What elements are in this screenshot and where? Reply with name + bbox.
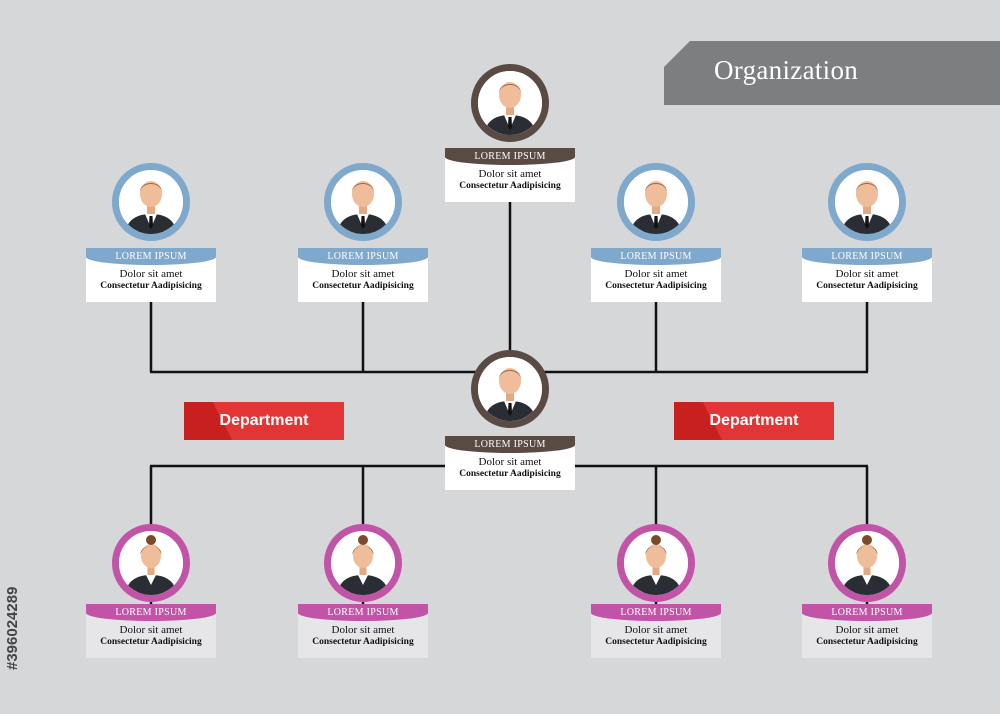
node-line-1: Dolor sit amet: [331, 268, 395, 280]
page-title: Organization: [714, 55, 859, 85]
node-heading: LOREM IPSUM: [298, 604, 428, 621]
woman-icon: [617, 524, 695, 602]
node-heading: LOREM IPSUM: [802, 604, 932, 621]
node-line-1: Dolor sit amet: [478, 456, 542, 468]
node-line-2: Consectetur Aadipisicing: [459, 469, 561, 479]
man-icon: [324, 163, 402, 241]
node-card: LOREM IPSUM Dolor sit amet Consectetur A…: [445, 148, 575, 202]
node-line-2: Consectetur Aadipisicing: [312, 637, 414, 647]
woman-icon: [828, 524, 906, 602]
node-heading: LOREM IPSUM: [445, 436, 575, 453]
node-card: LOREM IPSUM Dolor sit amet Consectetur A…: [445, 436, 575, 490]
node-heading: LOREM IPSUM: [86, 248, 216, 265]
node-card: LOREM IPSUM Dolor sit amet Consectetur A…: [86, 604, 216, 658]
man-icon: [617, 163, 695, 241]
node-line-2: Consectetur Aadipisicing: [605, 637, 707, 647]
man-icon: [471, 64, 549, 142]
node-card: LOREM IPSUM Dolor sit amet Consectetur A…: [802, 248, 932, 302]
node-card: LOREM IPSUM Dolor sit amet Consectetur A…: [591, 604, 721, 658]
node-line-1: Dolor sit amet: [624, 624, 688, 636]
node-heading: LOREM IPSUM: [86, 604, 216, 621]
node-line-2: Consectetur Aadipisicing: [605, 281, 707, 291]
node-card: LOREM IPSUM Dolor sit amet Consectetur A…: [802, 604, 932, 658]
man-icon: [471, 350, 549, 428]
node-line-2: Consectetur Aadipisicing: [312, 281, 414, 291]
node-heading: LOREM IPSUM: [591, 248, 721, 265]
department-label-right: Department: [674, 402, 834, 440]
woman-icon: [112, 524, 190, 602]
department-label-left: Department: [184, 402, 344, 440]
node-line-1: Dolor sit amet: [835, 268, 899, 280]
node-line-1: Dolor sit amet: [624, 268, 688, 280]
node-line-1: Dolor sit amet: [119, 268, 183, 280]
node-line-2: Consectetur Aadipisicing: [100, 281, 202, 291]
node-heading: LOREM IPSUM: [591, 604, 721, 621]
man-icon: [112, 163, 190, 241]
node-heading: LOREM IPSUM: [445, 148, 575, 165]
woman-icon: [324, 524, 402, 602]
node-heading: LOREM IPSUM: [802, 248, 932, 265]
node-line-1: Dolor sit amet: [478, 168, 542, 180]
node-line-1: Dolor sit amet: [835, 624, 899, 636]
title-banner: Organization: [664, 41, 1000, 105]
man-icon: [828, 163, 906, 241]
node-card: LOREM IPSUM Dolor sit amet Consectetur A…: [86, 248, 216, 302]
node-line-1: Dolor sit amet: [331, 624, 395, 636]
node-card: LOREM IPSUM Dolor sit amet Consectetur A…: [591, 248, 721, 302]
side-id-text: #396024289: [4, 586, 21, 670]
node-heading: LOREM IPSUM: [298, 248, 428, 265]
node-line-2: Consectetur Aadipisicing: [816, 637, 918, 647]
node-line-2: Consectetur Aadipisicing: [459, 181, 561, 191]
node-card: LOREM IPSUM Dolor sit amet Consectetur A…: [298, 248, 428, 302]
node-line-2: Consectetur Aadipisicing: [816, 281, 918, 291]
node-line-2: Consectetur Aadipisicing: [100, 637, 202, 647]
node-line-1: Dolor sit amet: [119, 624, 183, 636]
node-card: LOREM IPSUM Dolor sit amet Consectetur A…: [298, 604, 428, 658]
